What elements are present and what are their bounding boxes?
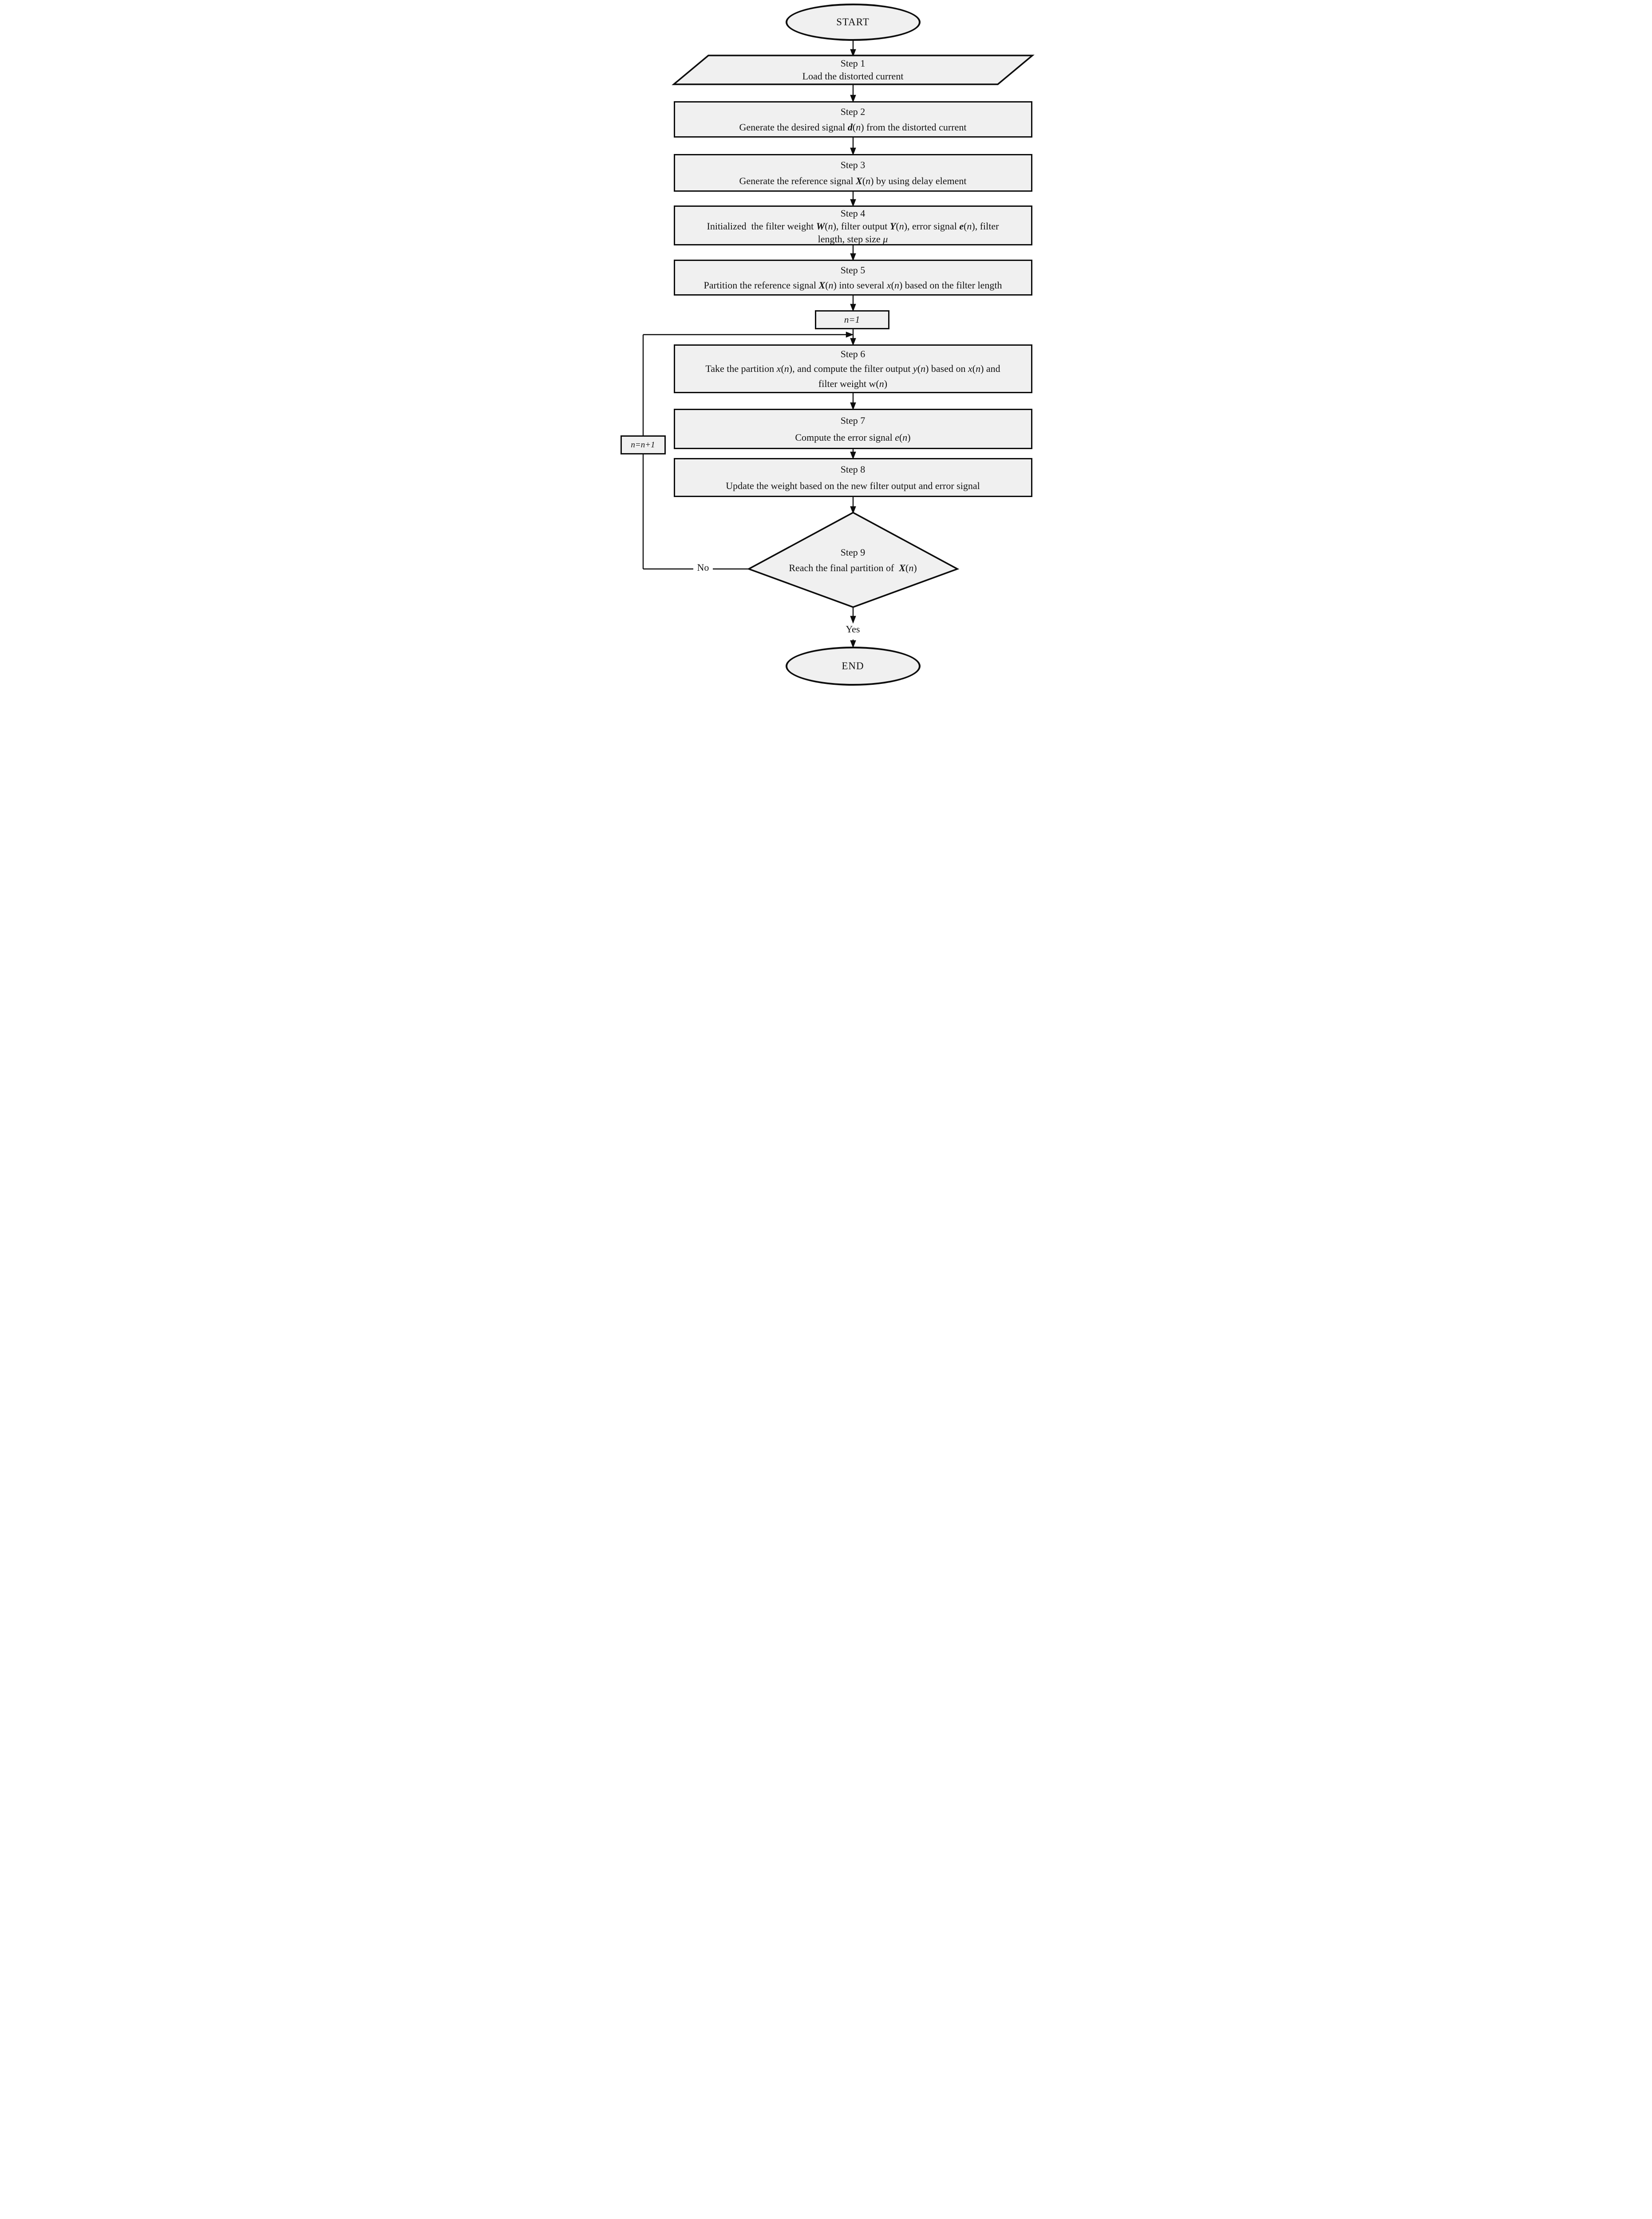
- connector-layer: [642, 41, 1035, 648]
- arrowhead-down-icon: [850, 304, 856, 312]
- step7-text: Compute the error signal e(n): [795, 431, 911, 443]
- edge-label-no: No: [693, 562, 713, 573]
- loop-init-box: n=1: [814, 310, 889, 329]
- step6-process-node: Step 6 Take the partition x(n), and comp…: [673, 344, 1032, 393]
- step3-text: Generate the reference signal X(n) by us…: [739, 175, 967, 186]
- arrowhead-down-icon: [850, 616, 856, 624]
- step3-title: Step 3: [840, 159, 866, 170]
- arrowhead-down-icon: [850, 49, 856, 57]
- step5-title: Step 5: [840, 264, 866, 276]
- loop-init-label: n=1: [844, 314, 860, 325]
- step1-io-node: Step 1 Load the distorted current: [674, 56, 1032, 83]
- step8-process-node: Step 8 Update the weight based on the ne…: [673, 458, 1032, 497]
- step9-title: Step 9: [840, 546, 866, 558]
- arrowhead-down-icon: [850, 199, 856, 207]
- step3-process-node: Step 3 Generate the reference signal X(n…: [673, 154, 1032, 192]
- step7-title: Step 7: [840, 415, 866, 426]
- step1-title: Step 1: [840, 57, 866, 69]
- start-terminator: START: [785, 4, 921, 41]
- step4-process-node: Step 4 Initialized the filter weight W(n…: [673, 205, 1032, 245]
- arrowhead-down-icon: [850, 506, 856, 514]
- step6-text-line2: filter weight w(n): [818, 378, 888, 389]
- step2-title: Step 2: [840, 106, 866, 117]
- step5-text: Partition the reference signal X(n) into…: [703, 280, 1002, 291]
- step1-text: Load the distorted current: [802, 71, 904, 82]
- step7-process-node: Step 7 Compute the error signal e(n): [673, 409, 1032, 449]
- decision-diamond-shape: [747, 512, 959, 608]
- arrowhead-down-icon: [850, 640, 856, 648]
- step9-decision-node: Step 9 Reach the final partition of X(n): [749, 543, 957, 577]
- step4-title: Step 4: [840, 208, 866, 219]
- io-parallelogram-shape: [671, 55, 1035, 85]
- start-label: START: [836, 16, 869, 28]
- loop-increment-box: n=n+1: [620, 435, 666, 454]
- step6-title: Step 6: [840, 348, 866, 360]
- flowchart-canvas: START Step 1 Load the distorted current …: [614, 0, 1038, 687]
- arrowhead-down-icon: [850, 451, 856, 460]
- step8-text: Update the weight based on the new filte…: [726, 480, 980, 491]
- step6-text-line1: Take the partition x(n), and compute the…: [705, 363, 1000, 375]
- arrowhead-down-icon: [850, 95, 856, 103]
- end-terminator: END: [785, 647, 921, 686]
- step4-text-line2: length, step size μ: [818, 233, 888, 245]
- step8-title: Step 8: [840, 463, 866, 475]
- arrowhead-down-icon: [850, 253, 856, 261]
- step4-text-line1: Initialized the filter weight W(n), filt…: [707, 221, 999, 232]
- step2-text: Generate the desired signal d(n) from th…: [739, 121, 967, 133]
- step9-text: Reach the final partition of X(n): [789, 562, 917, 573]
- edge-label-yes: Yes: [846, 624, 860, 635]
- arrowhead-down-icon: [850, 147, 856, 156]
- step5-process-node: Step 5 Partition the reference signal X(…: [673, 260, 1032, 296]
- arrowhead-down-icon: [850, 402, 856, 411]
- arrowhead-right-icon: [846, 332, 854, 338]
- arrowhead-down-icon: [850, 338, 856, 346]
- step2-process-node: Step 2 Generate the desired signal d(n) …: [673, 101, 1032, 138]
- loop-increment-label: n=n+1: [631, 440, 655, 450]
- end-label: END: [842, 660, 864, 671]
